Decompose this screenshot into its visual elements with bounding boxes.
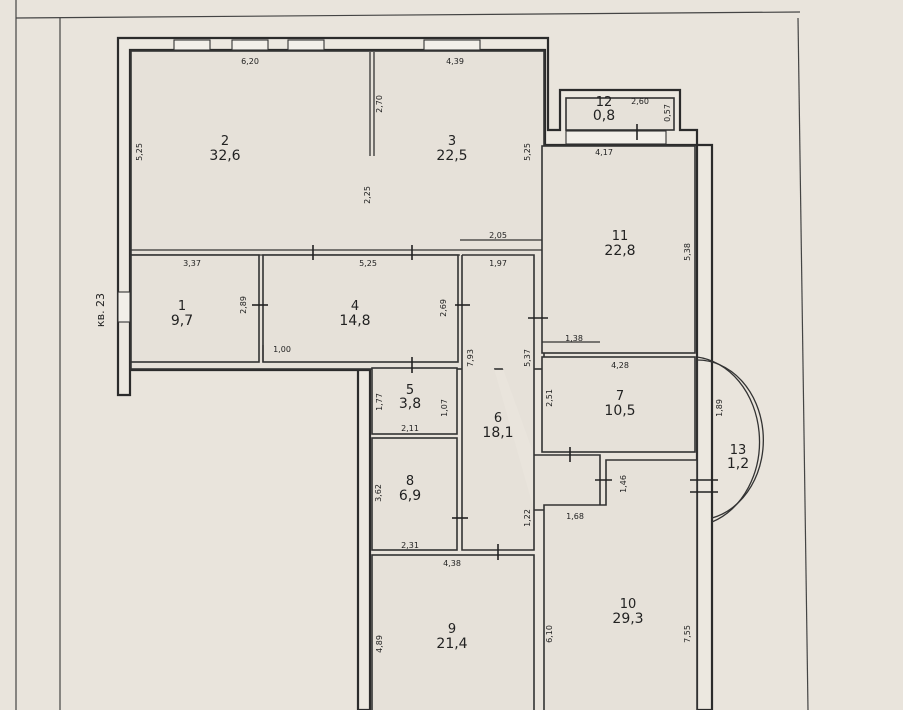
dimension-label: 4,39 xyxy=(446,57,464,66)
room-number: 7 xyxy=(616,389,624,404)
window-top-1 xyxy=(173,39,211,51)
dimension-label: 6,10 xyxy=(545,625,554,643)
room-area: 1,2 xyxy=(727,456,749,472)
dimension-label: 4,17 xyxy=(595,148,613,157)
dimension-label: 1,68 xyxy=(566,512,584,521)
dimension-label: 0,57 xyxy=(663,104,672,122)
dimension-label: 1,07 xyxy=(440,399,449,417)
dimension-label: 1,97 xyxy=(489,259,507,268)
dimension-label: 5,25 xyxy=(135,143,144,161)
dimension-label: 4,28 xyxy=(611,361,629,370)
room-area: 3,8 xyxy=(399,396,421,412)
window-left xyxy=(117,291,131,323)
frame-line-top xyxy=(15,11,801,19)
room-6-label: 6 18,1 xyxy=(482,411,513,441)
room-number: 4 xyxy=(351,299,359,314)
room-area: 29,3 xyxy=(612,611,643,627)
room-area: 32,6 xyxy=(209,148,240,164)
room-area: 9,7 xyxy=(171,313,193,329)
room-8-outline xyxy=(371,437,458,551)
room-number: 3 xyxy=(448,134,456,149)
room-area: 6,9 xyxy=(399,488,421,504)
window-top-3 xyxy=(287,39,325,51)
room-area: 10,5 xyxy=(604,403,635,419)
dimension-label: 2,31 xyxy=(401,541,419,550)
dimension-label: 4,89 xyxy=(375,635,384,653)
room-area: 14,8 xyxy=(339,313,370,329)
dimension-label: 1,22 xyxy=(523,509,532,527)
room-10-outline xyxy=(543,459,698,710)
window-top-2 xyxy=(231,39,269,51)
room-7-label: 7 10,5 xyxy=(604,389,635,419)
room-number: 8 xyxy=(406,474,414,489)
dimension-label: 1,38 xyxy=(565,334,583,343)
room-number: 5 xyxy=(406,383,414,398)
room-13-arc-inner xyxy=(696,359,764,519)
room-number: 9 xyxy=(448,622,456,637)
dimension-label: 2,11 xyxy=(401,424,419,433)
room-number: 12 xyxy=(596,95,613,110)
dimension-label: 2,05 xyxy=(489,231,507,240)
dimension-label: 7,55 xyxy=(683,625,692,643)
dimension-label: 5,25 xyxy=(359,259,377,268)
dimension-label: 1,77 xyxy=(375,393,384,411)
room-9-outline xyxy=(371,554,535,710)
dimension-label: 5,25 xyxy=(523,143,532,161)
frame-line-right xyxy=(797,17,809,710)
room-4-label: 4 14,8 xyxy=(339,299,370,329)
room-7-outline xyxy=(541,356,696,453)
dimension-label: 7,93 xyxy=(466,349,475,367)
dimension-label: 2,70 xyxy=(375,95,384,113)
dimension-label: 2,60 xyxy=(631,97,649,106)
room-area: 18,1 xyxy=(482,425,513,441)
room-8-label: 8 6,9 xyxy=(399,474,421,504)
dimension-label: 1,00 xyxy=(273,345,291,354)
room-number: 2 xyxy=(221,134,229,149)
dimension-label: 3,37 xyxy=(183,259,201,268)
room-area: 22,8 xyxy=(604,243,635,259)
dimension-label: 2,89 xyxy=(239,296,248,314)
room-12-outline xyxy=(565,97,675,131)
room-area: 22,5 xyxy=(436,148,467,164)
room-1-label: 1 9,7 xyxy=(171,299,193,329)
room-9-label: 9 21,4 xyxy=(436,622,467,652)
room-11-outline xyxy=(541,145,696,354)
room-5-outline xyxy=(371,367,458,435)
room-3-label: 3 22,5 xyxy=(436,134,467,164)
room-2-label: 2 32,6 xyxy=(209,134,240,164)
room-1-outline xyxy=(130,254,260,363)
room-number: 13 xyxy=(730,443,747,458)
room-10-label: 10 29,3 xyxy=(612,597,643,627)
dimension-label: 5,37 xyxy=(523,349,532,367)
room-4-outline xyxy=(262,254,459,363)
dimension-label: 6,20 xyxy=(241,57,259,66)
dimension-label: 1,46 xyxy=(619,475,628,493)
window-top-4 xyxy=(423,39,481,51)
dimension-label: 2,69 xyxy=(439,299,448,317)
room-number: 10 xyxy=(620,597,637,612)
dimension-label: 5,38 xyxy=(683,243,692,261)
room-13-label: 13 1,2 xyxy=(727,443,749,472)
dimension-label: 1,89 xyxy=(715,399,724,417)
room-5-label: 5 3,8 xyxy=(399,383,421,412)
dimension-label: 2,51 xyxy=(545,389,554,407)
room-number: 6 xyxy=(494,411,502,426)
room-area: 21,4 xyxy=(436,636,467,652)
room-number: 11 xyxy=(612,229,629,244)
apartment-label: кв. 23 xyxy=(94,293,107,327)
room-number: 1 xyxy=(178,299,186,314)
room-area: 0,8 xyxy=(593,108,615,124)
window-balcony xyxy=(565,130,667,145)
dimension-label: 3,62 xyxy=(374,484,383,502)
room-11-label: 11 22,8 xyxy=(604,229,635,259)
room-12-label: 12 0,8 xyxy=(593,95,615,124)
dimension-label: 4,38 xyxy=(443,559,461,568)
dimension-label: 2,25 xyxy=(363,186,372,204)
